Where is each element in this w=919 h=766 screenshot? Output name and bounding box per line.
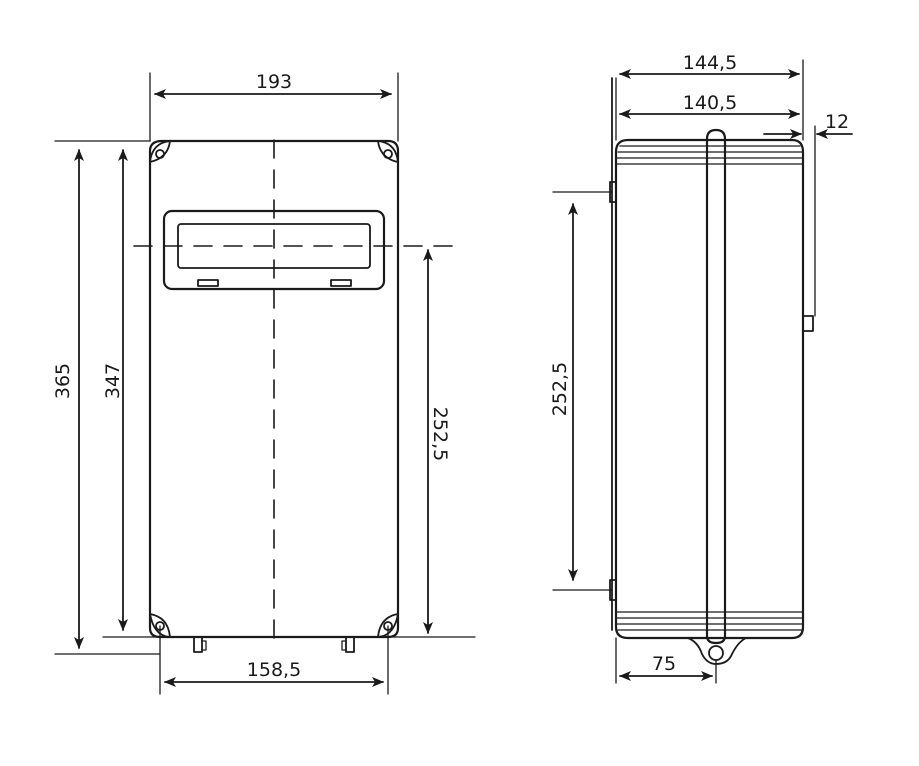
dim-flange-label: 12 (825, 111, 849, 133)
side-top-ribs (616, 145, 803, 165)
side-bottom-ribs (616, 611, 803, 631)
corner-screw-top-right (377, 140, 399, 163)
cable-gland-right (341, 636, 355, 653)
dim-height-inner-label: 347 (102, 363, 124, 399)
front-view: 193 365 347 252,5 158,5 (52, 71, 476, 695)
side-bracket-hole (708, 645, 724, 661)
corner-screw-top-left (149, 140, 171, 163)
dim-bracket-offset-label: 75 (652, 653, 676, 675)
window-latch-right (330, 279, 352, 287)
dim-side-mount-label: 252,5 (549, 362, 571, 416)
side-latch-right (802, 315, 814, 332)
dim-depth-inner-label: 140,5 (683, 92, 737, 114)
dim-window-offset-label: 252,5 (429, 407, 451, 461)
dim-mount-spacing-label: 158,5 (247, 659, 301, 681)
dim-height-outer-label: 365 (52, 363, 74, 399)
cable-gland-left (193, 636, 207, 653)
side-enclosure-outline (614, 138, 805, 640)
side-clamp-strap (705, 128, 727, 645)
dim-width-label: 193 (256, 71, 292, 93)
side-view: 144,5 140,5 12 252,5 75 (549, 52, 853, 684)
dim-depth-outer-label: 144,5 (683, 52, 737, 74)
window-latch-left (197, 279, 219, 287)
